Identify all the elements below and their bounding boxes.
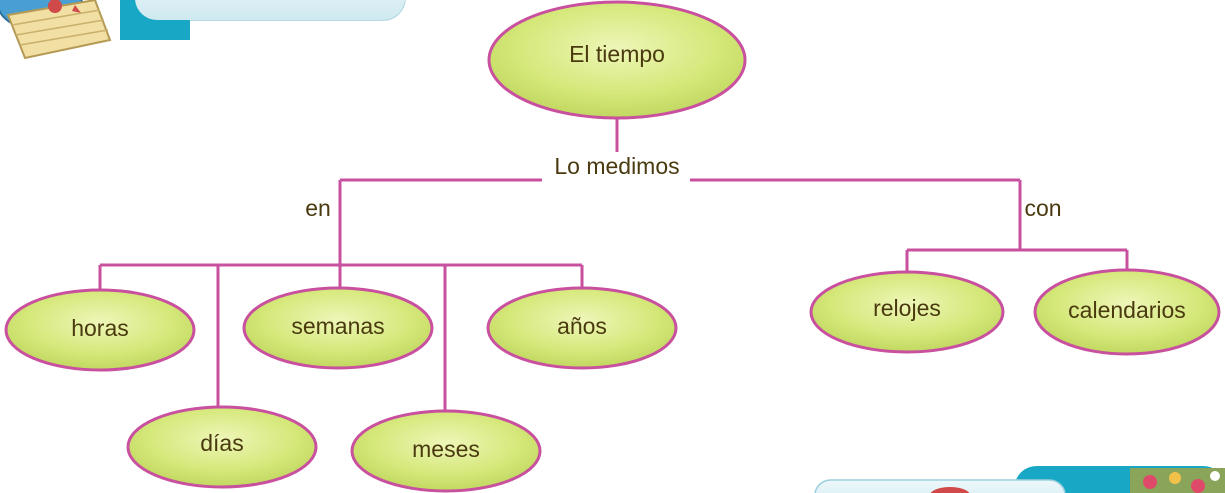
flowers-photo [1130, 468, 1225, 493]
node-semanas: semanas [242, 286, 434, 370]
node-anos: años [486, 286, 678, 370]
node-meses: meses [350, 409, 542, 493]
node-label: años [557, 313, 607, 339]
node-label: calendarios [1068, 297, 1186, 323]
node-dias: días [126, 405, 318, 489]
node-label: horas [71, 315, 129, 341]
node-label: meses [412, 436, 480, 462]
root-node: El tiempo [487, 0, 747, 120]
node-label: relojes [873, 295, 941, 321]
notepad-icon [0, 0, 112, 60]
node-label: semanas [291, 313, 384, 339]
branch-en-label: en [305, 195, 331, 221]
node-horas: horas [4, 288, 196, 372]
connectors [98, 118, 1129, 410]
root-label: El tiempo [569, 41, 665, 67]
node-label: días [200, 430, 243, 456]
header-tab [120, 0, 406, 40]
linker-label: Lo medimos [554, 153, 679, 179]
node-calendarios: calendarios [1033, 268, 1221, 356]
branch-con-label: con [1024, 195, 1061, 221]
node-relojes: relojes [809, 270, 1005, 354]
